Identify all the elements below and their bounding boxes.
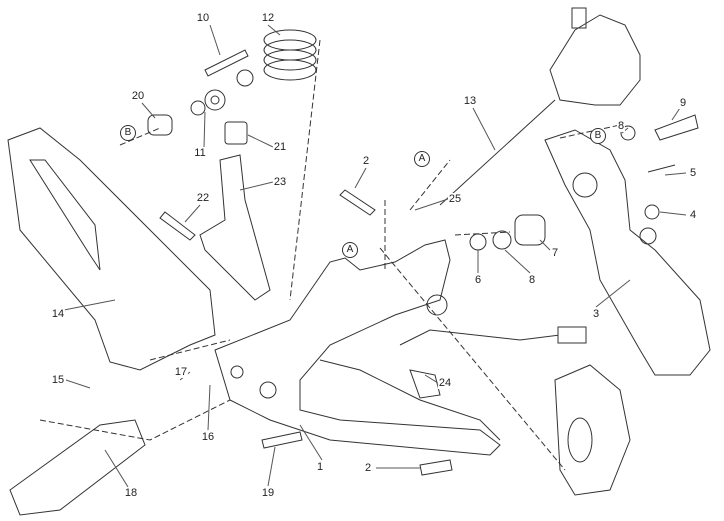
callout-24: 24 (437, 377, 453, 389)
marker-b-right: B (590, 128, 606, 144)
callout-1: 1 (315, 461, 325, 473)
callout-22: 22 (195, 192, 211, 204)
pin-19 (261, 431, 303, 449)
callout-14: 14 (50, 308, 66, 320)
callout-11: 11 (193, 147, 207, 159)
callout-12: 12 (260, 12, 276, 24)
main-bracket-part (214, 239, 501, 456)
bolt-2a (339, 189, 376, 216)
callout-8-lower: 8 (527, 274, 537, 286)
spring-part (263, 29, 317, 81)
bolt-22 (159, 211, 196, 241)
marker-a-upper: A (414, 151, 430, 167)
bushing-20 (147, 114, 173, 136)
marker-a-lower: A (342, 242, 358, 258)
bolt-2b (419, 459, 453, 476)
marker-b-left: B (120, 125, 136, 141)
pad-21 (224, 121, 248, 145)
callout-25: 25 (447, 193, 463, 205)
callout-3: 3 (591, 308, 601, 320)
rod-13 (439, 99, 556, 206)
callout-17: 17 (173, 366, 189, 378)
footpeg-part (9, 419, 146, 516)
bolt-10 (204, 49, 249, 77)
callout-23: 23 (272, 176, 288, 188)
callout-15: 15 (50, 374, 66, 386)
switch-24 (399, 329, 561, 399)
plate-23 (199, 154, 271, 301)
callout-8-upper: 8 (616, 120, 626, 132)
callout-21: 21 (272, 141, 288, 153)
callout-18: 18 (123, 487, 139, 499)
master-cylinder-part (549, 14, 641, 106)
heel-guard-part (7, 127, 216, 371)
callout-9: 9 (678, 97, 688, 109)
callout-19: 19 (260, 487, 276, 499)
brake-lever-part (544, 129, 711, 376)
callout-13: 13 (462, 95, 478, 107)
callout-16: 16 (200, 431, 216, 443)
callout-2-lower: 2 (363, 462, 373, 474)
callout-4: 4 (688, 209, 698, 221)
callout-6: 6 (473, 274, 483, 286)
callout-7: 7 (550, 247, 560, 259)
callout-10: 10 (195, 12, 211, 24)
callout-2-upper: 2 (361, 155, 371, 167)
callout-5: 5 (688, 167, 698, 179)
callout-20: 20 (130, 90, 146, 102)
